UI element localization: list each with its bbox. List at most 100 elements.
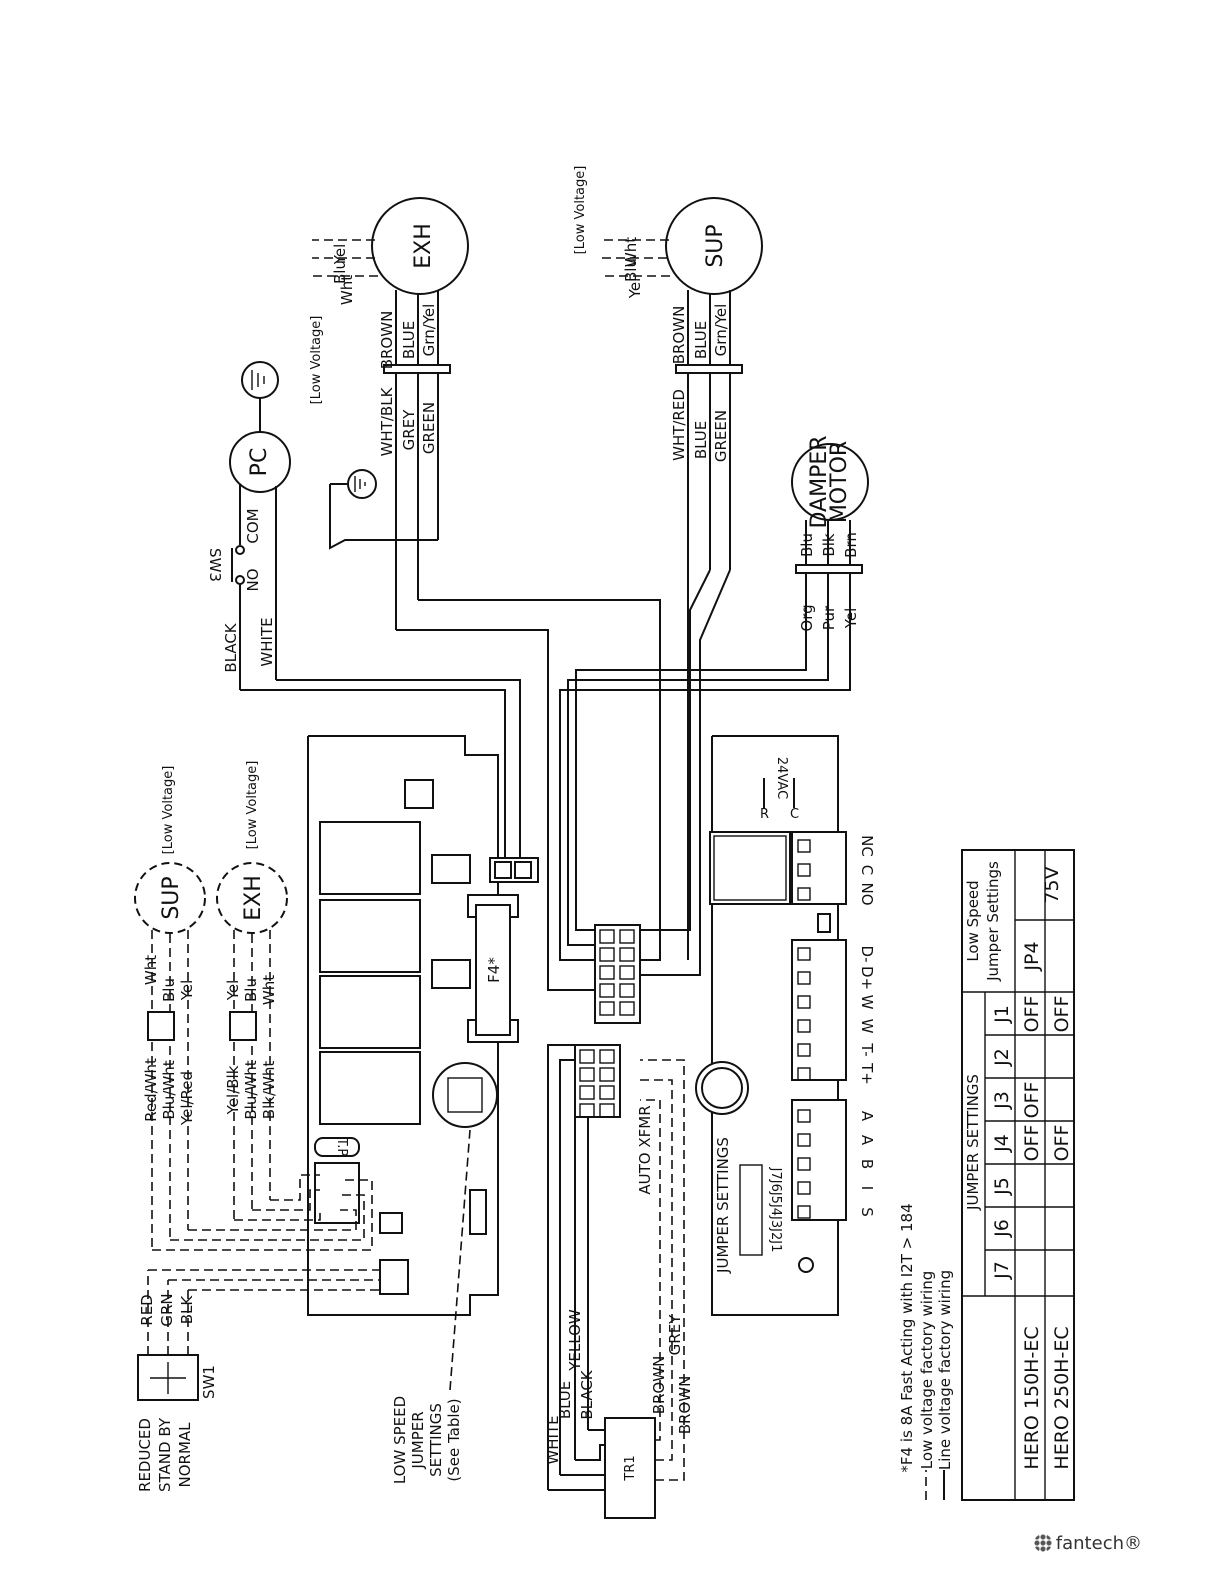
sw3-white: WHITE	[258, 617, 276, 666]
row2-j1: OFF	[1051, 996, 1073, 1033]
exh-harness-grey: GREY	[400, 409, 418, 451]
term-nc: NC	[858, 835, 876, 857]
exh-harness-whtblk: WHT/BLK	[378, 386, 396, 456]
damper-wire-blk: Blk	[820, 533, 838, 556]
tr-brown2: BROWN	[676, 1376, 694, 1435]
sup-motor-left: SUP [Low Voltage] Wht Blu Yel Red/Wht Bl…	[134, 766, 206, 1250]
main-board: F4* T.P	[307, 735, 539, 1316]
exh-left-label: EXH	[241, 875, 266, 921]
damper-wire-blu: Blu	[798, 533, 816, 557]
tr-brown1: BROWN	[650, 1356, 668, 1415]
control-board: 24VAC R C NC C NO D- D+ W W T- T+ A A B	[695, 735, 876, 1316]
exh-wire-blu: Blu	[331, 260, 349, 284]
term-b: B	[858, 1159, 876, 1169]
fuse-f4: F4*	[467, 894, 519, 1043]
left-motor-routing	[152, 1174, 373, 1251]
low-speed-line1: LOW SPEED	[391, 1396, 409, 1484]
row1-model: HERO 150H-EC	[1021, 1326, 1043, 1469]
sw1-standby: STAND BY	[156, 1417, 174, 1492]
damper-label-motor: MOTOR	[827, 441, 852, 523]
sup-left-wht: Wht	[142, 955, 160, 985]
r-label: R	[760, 807, 769, 822]
row2-model: HERO 250H-EC	[1051, 1326, 1073, 1469]
term-dminus: D-	[858, 946, 876, 963]
fantech-logo: fantech®	[1033, 1533, 1142, 1554]
tp-label: T.P	[334, 1137, 349, 1157]
sup-harness-blue: BLUE	[692, 421, 710, 459]
jumper-dial	[432, 1062, 498, 1128]
note-f4: *F4 is 8A Fast Acting with I2T > 184	[898, 1203, 916, 1472]
fuse-label: F4*	[485, 957, 503, 983]
sw1-grn: GRN	[158, 1293, 176, 1326]
sup-left-voltage: [Low Voltage]	[161, 766, 176, 855]
term-a1: A	[858, 1111, 876, 1122]
sup-left-blu: Blu	[160, 978, 178, 1002]
connector-block-bottom	[574, 1044, 621, 1118]
vac-label: 24VAC	[774, 757, 789, 799]
term-w2: W	[858, 1019, 876, 1034]
auto-xfmr-label: AUTO XFMR	[636, 1105, 654, 1194]
sw1-blk: BLK	[178, 1295, 196, 1325]
exh-left-blu: Blu	[242, 978, 260, 1002]
tp-connector	[314, 1137, 360, 1157]
row1-jp4: 75V	[1041, 866, 1063, 903]
damper-wire-brn: Brn	[842, 532, 860, 558]
sup-left-redwht: Red/Wht	[142, 1058, 160, 1122]
term-tminus: T-	[858, 1042, 876, 1056]
low-speed-line3: SETTINGS	[427, 1403, 445, 1477]
damper-harness-pur: Pur	[820, 605, 838, 630]
sw1-label: SW1	[200, 1365, 218, 1399]
th-j4: J4	[991, 1134, 1013, 1153]
tr1-label: TR1	[623, 1455, 638, 1481]
exh-left-voltage: [Low Voltage]	[245, 761, 260, 850]
brand-text: fantech®	[1055, 1533, 1142, 1554]
tr-blue: BLUE	[556, 1381, 574, 1419]
exh-motor-label: EXH	[411, 223, 436, 269]
sup-lead-grnyel: Grn/Yel	[712, 304, 730, 357]
pc-label: PC	[247, 448, 272, 477]
tr-yellow: YELLOW	[566, 1309, 584, 1372]
damper-label: DAMPER	[807, 435, 832, 528]
exh-lead-blue: BLUE	[400, 321, 418, 359]
tr-grey: GREY	[666, 1314, 684, 1356]
sw1-red: RED	[138, 1294, 156, 1325]
low-speed-line4: (See Table)	[445, 1398, 463, 1481]
sup-left-bluwht: Blu/Wht	[160, 1060, 178, 1119]
jumper-table: JUMPER SETTINGS Low Speed Jumper Setting…	[961, 849, 1075, 1501]
row1-j1: OFF	[1021, 996, 1043, 1033]
exh-wire-wht: Wht	[338, 275, 356, 305]
term-c: C	[858, 865, 876, 875]
sw1-reduced: REDUCED	[136, 1418, 154, 1492]
sup-lead-brown: BROWN	[670, 306, 688, 365]
exh-harness-green: GREEN	[420, 402, 438, 454]
jumper-settings-label: JUMPER SETTINGS	[714, 1137, 732, 1274]
damper-harness-org: Org	[798, 604, 816, 631]
damper-motor: DAMPER MOTOR Blu Blk Brn Org Pur Yel	[791, 435, 869, 632]
term-s: S	[858, 1207, 876, 1217]
ground-icon	[329, 469, 438, 550]
th-j3: J3	[991, 1091, 1013, 1110]
motor-connector	[314, 1162, 360, 1224]
th-j5: J5	[991, 1177, 1013, 1196]
notes: *F4 is 8A Fast Acting with I2T > 184 Low…	[898, 1203, 954, 1500]
svg-text:Low Speed: Low Speed	[964, 880, 982, 961]
note-line-voltage: Line voltage factory wiring	[936, 1270, 954, 1470]
sup-harness-green: GREEN	[712, 410, 730, 462]
sw3-switch: SW3 NO COM BLACK WHITE	[206, 508, 506, 860]
th-j1: J1	[991, 1005, 1013, 1024]
sup-harness-whtred: WHT/RED	[670, 389, 688, 461]
sw3-black: BLACK	[222, 622, 240, 672]
exh-voltage-note: [Low Voltage]	[309, 316, 324, 405]
row2-j4: OFF	[1051, 1125, 1073, 1162]
sw1-normal: NORMAL	[176, 1422, 194, 1488]
exh-left-bluwht: Blu/Wht	[242, 1060, 260, 1119]
sup-left-label: SUP	[159, 876, 184, 919]
term-a2: A	[858, 1135, 876, 1146]
sup-voltage-note: [Low Voltage]	[573, 166, 588, 255]
sup-wire-yel: Yel	[626, 278, 644, 300]
term-no: NO	[858, 882, 876, 905]
term-w1: W	[858, 995, 876, 1010]
th-jp4: JP4	[1021, 941, 1043, 971]
jumper-pin-labels: J7J6J5J4J3J2J1	[768, 1167, 783, 1253]
